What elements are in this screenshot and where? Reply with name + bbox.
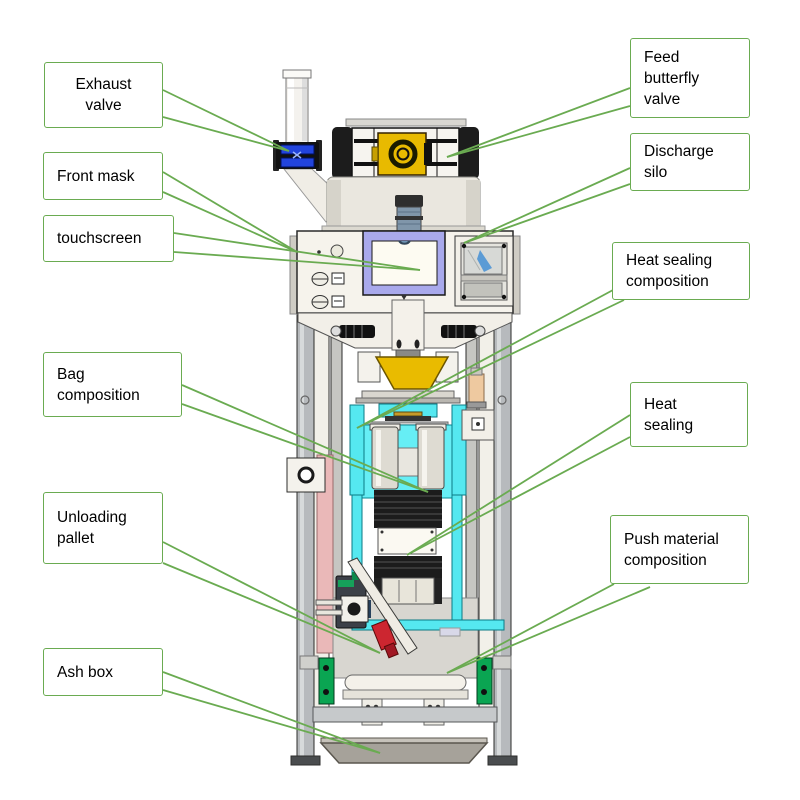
leader-ash-box bbox=[162, 671, 381, 754]
callout-label: Front mask bbox=[57, 167, 135, 185]
callout-unloading-pallet: Unloading pallet bbox=[43, 492, 163, 564]
push-material-part bbox=[299, 655, 512, 726]
callout-label: Heat sealing bbox=[644, 395, 694, 434]
leader-heat-sealing bbox=[406, 414, 631, 556]
callout-label: Discharge silo bbox=[644, 143, 714, 181]
leader-push-material-composition bbox=[446, 583, 651, 674]
leader-feed-butterfly-valve bbox=[446, 87, 631, 158]
callout-label: Push material composition bbox=[624, 530, 719, 569]
leader-exhaust-valve bbox=[162, 89, 290, 152]
unloading-pallet-part bbox=[315, 557, 461, 659]
callout-label: Feed butterfly valve bbox=[644, 48, 700, 108]
callout-heat-sealing-composition: Heat sealing composition bbox=[612, 242, 750, 300]
callout-label: Exhaust valve bbox=[75, 76, 132, 114]
leader-touchscreen bbox=[173, 232, 421, 271]
callout-label: Unloading pallet bbox=[57, 509, 127, 547]
callout-push-material-composition: Push material composition bbox=[610, 515, 749, 584]
callout-label: Bag composition bbox=[57, 365, 140, 404]
callout-discharge-silo: Discharge silo bbox=[630, 133, 750, 191]
callout-heat-sealing: Heat sealing bbox=[630, 382, 748, 447]
bag-composition-part bbox=[349, 404, 467, 499]
callout-label: Ash box bbox=[57, 663, 114, 681]
callout-touchscreen: touchscreen bbox=[43, 215, 174, 262]
leader-unloading-pallet bbox=[162, 541, 381, 654]
callout-ash-box: Ash box bbox=[43, 648, 163, 696]
silo-part bbox=[321, 176, 486, 233]
callout-feed-butterfly-valve: Feed butterfly valve bbox=[630, 38, 750, 118]
discharge-silo-part bbox=[454, 235, 514, 307]
leader-heat-sealing-composition bbox=[356, 289, 625, 429]
leader-discharge-silo bbox=[463, 167, 631, 244]
leader-front-mask bbox=[162, 171, 298, 253]
leader-bag-composition bbox=[181, 384, 429, 493]
ash-box-part bbox=[319, 737, 489, 764]
feed-valve-part bbox=[332, 118, 479, 184]
callout-exhaust-valve: Exhaust valve bbox=[44, 62, 163, 128]
callout-label: touchscreen bbox=[57, 230, 142, 247]
callout-label: Heat sealing composition bbox=[626, 252, 713, 290]
callout-front-mask: Front mask bbox=[43, 152, 163, 200]
touchscreen-part bbox=[362, 230, 446, 300]
callout-bag-composition: Bag composition bbox=[43, 352, 182, 417]
leader-lines bbox=[162, 87, 651, 754]
